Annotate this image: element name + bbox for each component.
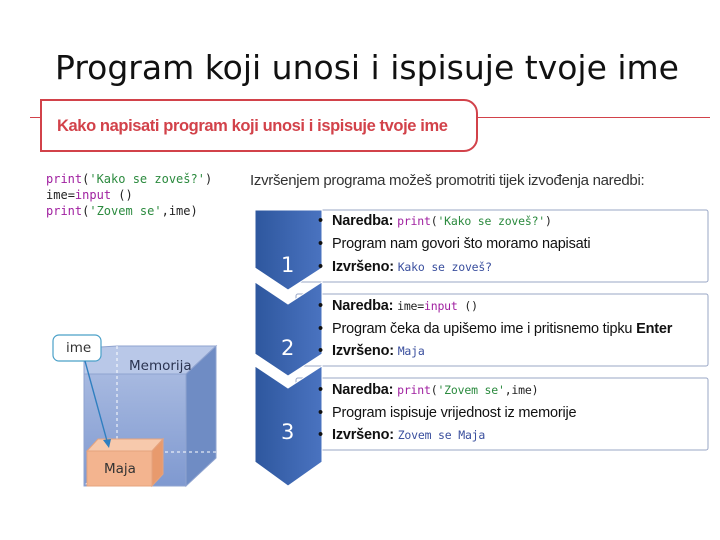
result-label: Izvršeno: (332, 259, 394, 275)
step-3-command-row: • Naredba: print('Zovem se',ime) (318, 382, 539, 398)
step-command-code: ime=input () (397, 299, 478, 313)
step-chevron-2 (254, 281, 323, 377)
intro-text: Izvršenjem programa možeš promotriti tij… (250, 172, 645, 189)
code-token: print (46, 204, 83, 218)
enter-key-label: Enter (636, 321, 673, 337)
bullet-icon: • (318, 298, 323, 314)
code-line-1: print('Kako se zoveš?') (46, 171, 212, 187)
code-token: print (397, 383, 431, 397)
step-output: Kako se zoveš? (397, 260, 492, 274)
bullet-icon: • (318, 321, 323, 337)
step-3-description-row: • Program ispisuje vrijednost iz memorije (318, 405, 577, 421)
code-token: print (397, 214, 431, 228)
step-number-3: 3 (281, 420, 295, 444)
command-label: Naredba: (332, 382, 394, 398)
code-token: print (46, 172, 83, 186)
code-token: () (111, 188, 133, 202)
code-token: ) (545, 214, 552, 228)
bullet-icon: • (318, 427, 323, 443)
code-token: 'Zovem se' (437, 383, 505, 397)
bullet-icon: • (318, 405, 323, 421)
step-2-command-row: • Naredba: ime=input () (318, 298, 478, 314)
code-token: = (417, 299, 424, 313)
step-output: Maja (397, 344, 425, 358)
step-description: Program ispisuje vrijednost iz memorije (332, 405, 577, 421)
variable-label: ime (66, 340, 92, 356)
code-token: ,ime) (161, 204, 198, 218)
step-2-result-row: • Izvršeno: Maja (318, 343, 425, 359)
step-1-description-row: • Program nam govori što moramo napisati (318, 236, 591, 252)
code-token: ,ime) (504, 383, 539, 397)
step-chevron-3 (254, 365, 323, 487)
code-token: 'Kako se zoveš?' (437, 214, 546, 228)
banner-title: Kako napisati program koji unosi i ispis… (57, 117, 448, 135)
code-token: 'Kako se zoveš?' (89, 172, 205, 186)
step-output: Zovem se Maja (397, 428, 486, 442)
bullet-icon: • (318, 382, 323, 398)
variable-arrow (84, 360, 108, 442)
value-label: Maja (104, 461, 136, 477)
value-box-top (85, 438, 165, 452)
bullet-icon: • (318, 259, 323, 275)
code-token: ) (204, 172, 213, 186)
bullet-icon: • (318, 213, 323, 229)
step-description: Program nam govori što moramo napisati (332, 236, 591, 252)
result-label: Izvršeno: (332, 427, 394, 443)
step-3-result-row: • Izvršeno: Zovem se Maja (318, 427, 485, 443)
slide-title: Program koji unosi i ispisuje tvoje ime (55, 48, 679, 87)
code-token: = (67, 188, 75, 202)
result-label: Izvršeno: (332, 343, 394, 359)
code-token: input (424, 299, 458, 313)
code-token: ( (82, 172, 90, 186)
bullet-icon: • (318, 236, 323, 252)
code-token: ime (397, 299, 418, 313)
code-token: 'Zovem se' (89, 204, 162, 218)
command-label: Naredba: (332, 213, 394, 229)
step-number-1: 1 (281, 253, 295, 277)
variable-tag (52, 334, 102, 362)
step-1-command-row: • Naredba: print('Kako se zoveš?') (318, 213, 552, 229)
code-listing: print('Kako se zoveš?') ime=input () pri… (46, 171, 212, 219)
code-token: ( (430, 383, 438, 397)
command-label: Naredba: (332, 298, 394, 314)
section-banner: Kako napisati program koji unosi i ispis… (40, 99, 478, 152)
code-token: input (74, 188, 112, 202)
step-1-result-row: • Izvršeno: Kako se zoveš? (318, 259, 492, 275)
step-chevron-1 (254, 209, 323, 291)
code-line-3: print('Zovem se',ime) (46, 203, 212, 219)
step-description: Program čeka da upišemo ime i pritisnemo… (332, 321, 633, 337)
step-2-description-row: • Program čeka da upišemo ime i pritisnem… (318, 321, 672, 337)
bullet-icon: • (318, 343, 323, 359)
code-line-2: ime=input () (46, 187, 212, 203)
value-box-front (86, 450, 153, 487)
code-token: ( (82, 204, 90, 218)
step-command-code: print('Zovem se',ime) (397, 383, 538, 397)
code-token: ( (430, 214, 438, 228)
arrow-head-icon (103, 439, 111, 448)
step-command-code: print('Kako se zoveš?') (397, 214, 552, 228)
code-token: ime (46, 188, 68, 202)
step-number-2: 2 (281, 336, 295, 360)
code-token: () (457, 299, 478, 313)
memory-label: Memorija (129, 358, 192, 374)
